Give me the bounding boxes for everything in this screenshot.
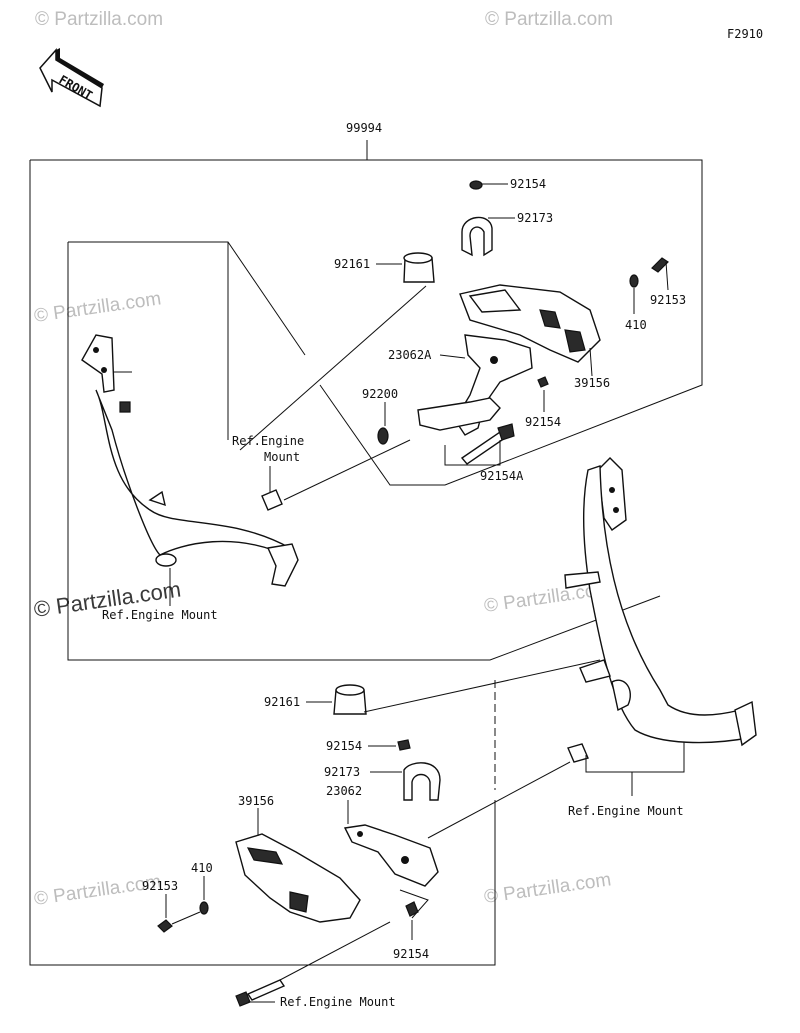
callout-410-bot: 410: [191, 861, 213, 875]
callout-92154-bot2: 92154: [393, 947, 429, 961]
callout-assembly: 99994: [346, 121, 382, 135]
callout-92154-top: 92154: [510, 177, 546, 191]
callout-23062A: 23062A: [388, 348, 432, 362]
rubber-mount-right: [567, 742, 685, 796]
callout-ref-left: Ref.Engine Mount: [102, 608, 218, 622]
lower-slider-assembly: 92161 92154 92173 23062 39156: [142, 659, 601, 981]
bolt-92154-bot1: [368, 739, 411, 751]
callout-92153-bot: 92153: [142, 879, 178, 893]
watermark: © Partzilla.com: [35, 9, 163, 30]
bracket-23062: [343, 800, 439, 887]
callout-92161-bot: 92161: [264, 695, 300, 709]
washer-410-bot: [199, 876, 209, 915]
upper-slider-assembly: 92154 92173 92161 92153 410: [239, 177, 686, 501]
bolt-92154-top: [469, 180, 508, 190]
clamp-92173-top: [461, 216, 515, 257]
callout-92173-top: 92173: [517, 211, 553, 225]
callout-ref-right: Ref.Engine Mount: [568, 804, 684, 818]
callout-92200: 92200: [362, 387, 398, 401]
left-engine-guard-frame: [81, 334, 299, 587]
leader-lower-2: [427, 761, 571, 839]
bolt-92154-bot2: [399, 889, 429, 940]
clamp-92173-bot: [370, 762, 441, 801]
collar-92161-bot: [306, 684, 367, 715]
slider-39156-bot: [235, 808, 361, 923]
bolt-92153-top: [651, 257, 669, 291]
watermark: © Partzilla.com: [33, 288, 163, 327]
assembly-outline: [29, 140, 703, 966]
callout-92154A: 92154A: [480, 469, 524, 483]
watermark: © Partzilla.com: [485, 9, 613, 30]
bolt-92153-bot: [157, 894, 201, 933]
callout-92153-top: 92153: [650, 293, 686, 307]
mount-plate: [417, 397, 501, 431]
callout-ref-upper-line1: Ref.Engine: [232, 434, 304, 448]
watermark: © Partzilla.com: [483, 869, 613, 908]
callout-39156-top: 39156: [574, 376, 610, 390]
callout-92154-bot1: 92154: [326, 739, 362, 753]
right-engine-guard-frame: [564, 457, 757, 747]
figure-code: F2910: [727, 27, 763, 41]
slider-39156-top: [459, 284, 601, 377]
callout-23062: 23062: [326, 784, 362, 798]
leader-lower-3: [279, 921, 391, 981]
callout-ref-upper-line2: Mount: [264, 450, 300, 464]
callout-410-top: 410: [625, 318, 647, 332]
collar-92161-top: [376, 252, 435, 283]
callout-92161-top: 92161: [334, 257, 370, 271]
bolt-92154A: [444, 423, 515, 466]
washer-92200: [377, 402, 389, 445]
callout-92173-bot: 92173: [324, 765, 360, 779]
bolt-92154-mid: [537, 376, 549, 412]
callout-39156-bot: 39156: [238, 794, 274, 808]
washer-410-top: [629, 274, 639, 314]
callout-ref-bottom: Ref.Engine Mount: [280, 995, 396, 1009]
callout-92154-mid: 92154: [525, 415, 561, 429]
leader-lower-1: [363, 659, 601, 713]
rubber-mount-upper: [261, 466, 283, 511]
front-arrow-icon: FRONT: [39, 48, 104, 108]
bolt-engine-mount-bottom: [235, 979, 286, 1007]
